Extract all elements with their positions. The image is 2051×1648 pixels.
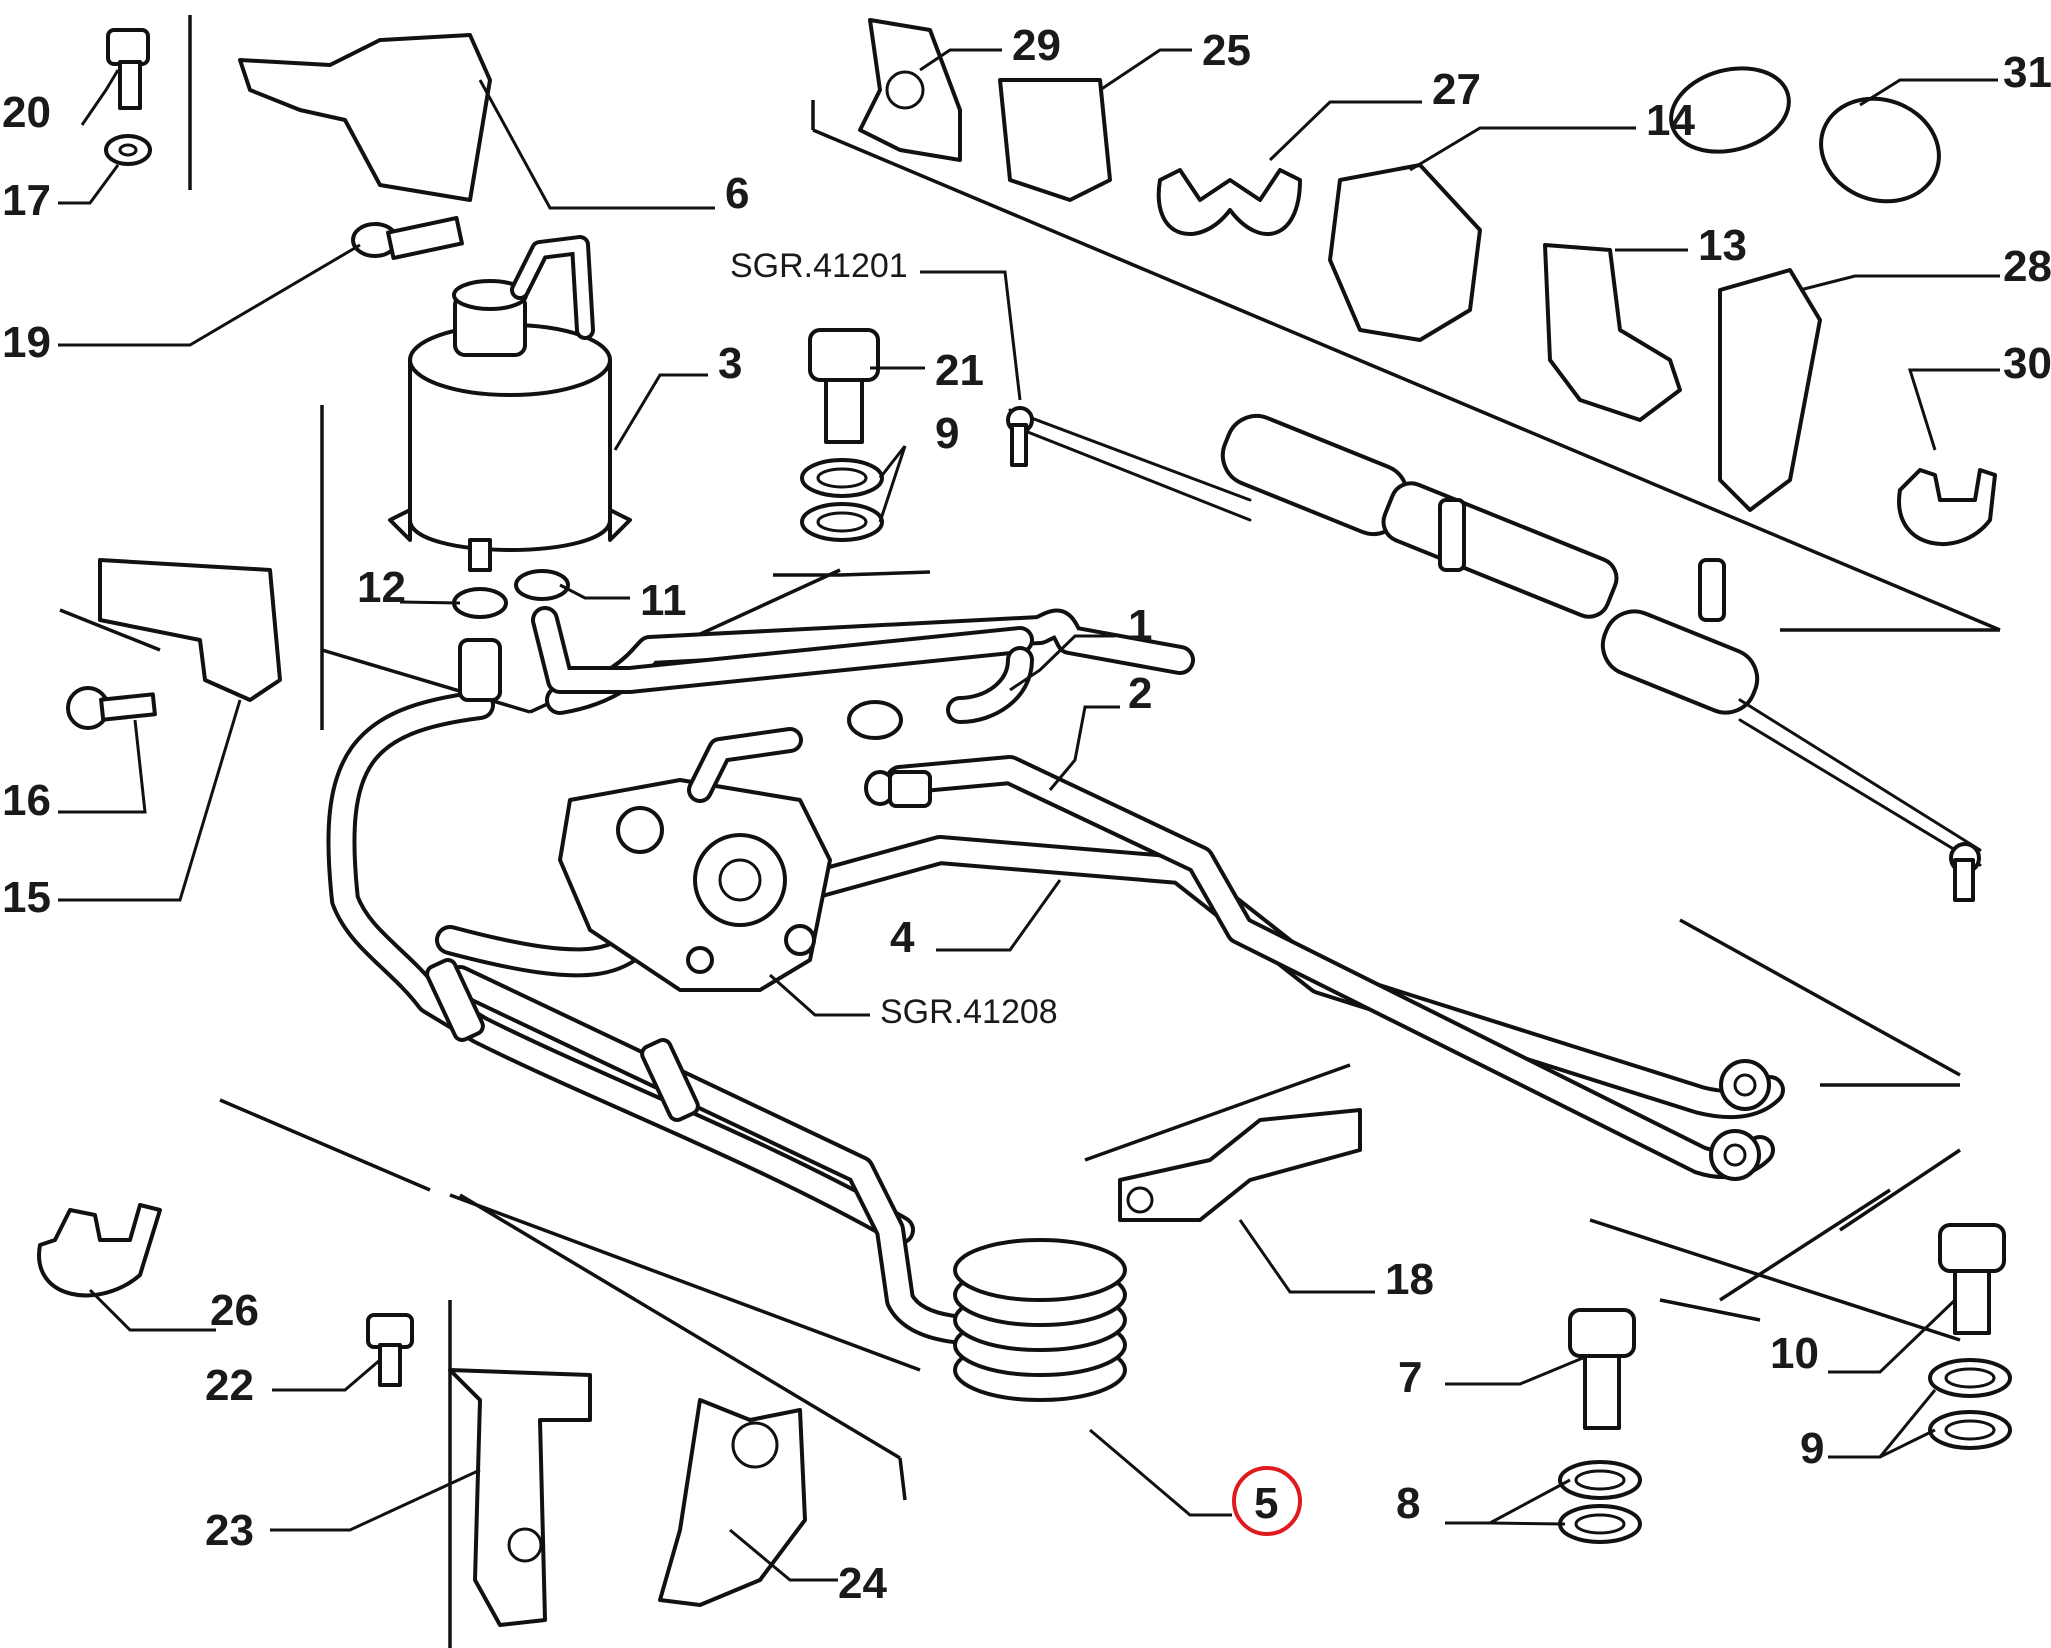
label-6: 6 bbox=[725, 169, 749, 218]
highlight-circle-label-5 bbox=[1232, 1466, 1302, 1536]
label-14: 14 bbox=[1646, 96, 1695, 145]
label-2: 2 bbox=[1128, 669, 1152, 718]
label-20: 20 bbox=[2, 88, 51, 137]
label-30: 30 bbox=[2003, 339, 2051, 388]
hardware-parts bbox=[37, 18, 2012, 1627]
ref-sgr-41201: SGR.41201 bbox=[730, 247, 908, 285]
reference-labels: SGR.41201 SGR.41208 bbox=[730, 247, 1058, 1031]
leader-lines bbox=[58, 48, 2000, 1582]
label-7: 7 bbox=[1398, 1353, 1422, 1402]
cooler-coil bbox=[953, 1238, 1127, 1402]
label-24: 24 bbox=[838, 1559, 887, 1608]
label-22: 22 bbox=[205, 1361, 254, 1410]
label-12: 12 bbox=[357, 563, 406, 612]
label-27: 27 bbox=[1432, 65, 1481, 114]
label-23: 23 bbox=[205, 1506, 254, 1555]
part-labels: 20 17 19 6 3 21 9 12 11 1 2 16 15 4 29 2… bbox=[2, 21, 2051, 1608]
steering-rack bbox=[1006, 406, 1982, 902]
label-31: 31 bbox=[2003, 48, 2051, 97]
label-29: 29 bbox=[1012, 21, 1061, 70]
label-10: 10 bbox=[1770, 1329, 1819, 1378]
label-15: 15 bbox=[2, 873, 51, 922]
label-16: 16 bbox=[2, 776, 51, 825]
label-3: 3 bbox=[718, 339, 742, 388]
ref-sgr-41208: SGR.41208 bbox=[880, 993, 1058, 1031]
fluid-reservoir bbox=[388, 235, 632, 572]
label-26: 26 bbox=[210, 1286, 259, 1335]
label-8: 8 bbox=[1396, 1479, 1420, 1528]
label-4: 4 bbox=[890, 913, 915, 962]
label-5: 5 bbox=[1254, 1479, 1278, 1528]
label-25: 25 bbox=[1202, 26, 1251, 75]
label-1: 1 bbox=[1128, 601, 1152, 650]
power-steering-pump bbox=[558, 727, 832, 992]
label-9-lower: 9 bbox=[1800, 1424, 1824, 1473]
label-19: 19 bbox=[2, 318, 51, 367]
label-18: 18 bbox=[1385, 1255, 1434, 1304]
label-13: 13 bbox=[1698, 221, 1747, 270]
label-9-upper: 9 bbox=[935, 409, 959, 458]
label-21: 21 bbox=[935, 346, 984, 395]
label-11: 11 bbox=[640, 576, 687, 625]
label-17: 17 bbox=[2, 176, 51, 225]
frame-lines bbox=[59, 15, 2001, 1648]
label-28: 28 bbox=[2003, 242, 2051, 291]
